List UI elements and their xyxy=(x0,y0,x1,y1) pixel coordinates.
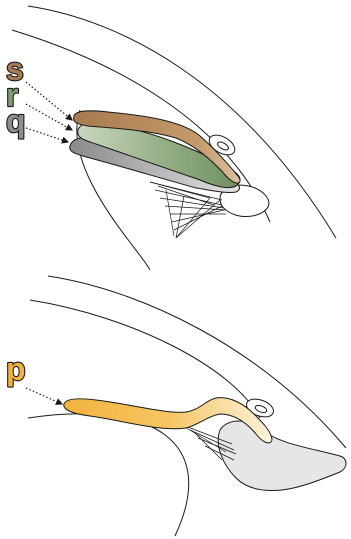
bottom-jaw-body xyxy=(218,421,346,491)
arrow-q xyxy=(26,128,68,142)
bottom-lower-contour xyxy=(28,414,189,536)
top-label-arrows xyxy=(26,82,72,142)
label-p: p xyxy=(6,351,26,387)
arrow-s xyxy=(26,82,72,120)
top-panel: s r q xyxy=(6,6,336,270)
top-outer-contour xyxy=(28,6,336,238)
arrow-r xyxy=(26,104,72,130)
bottom-panel: p xyxy=(6,276,346,536)
label-q: q xyxy=(6,103,26,139)
arrow-p xyxy=(26,388,62,404)
